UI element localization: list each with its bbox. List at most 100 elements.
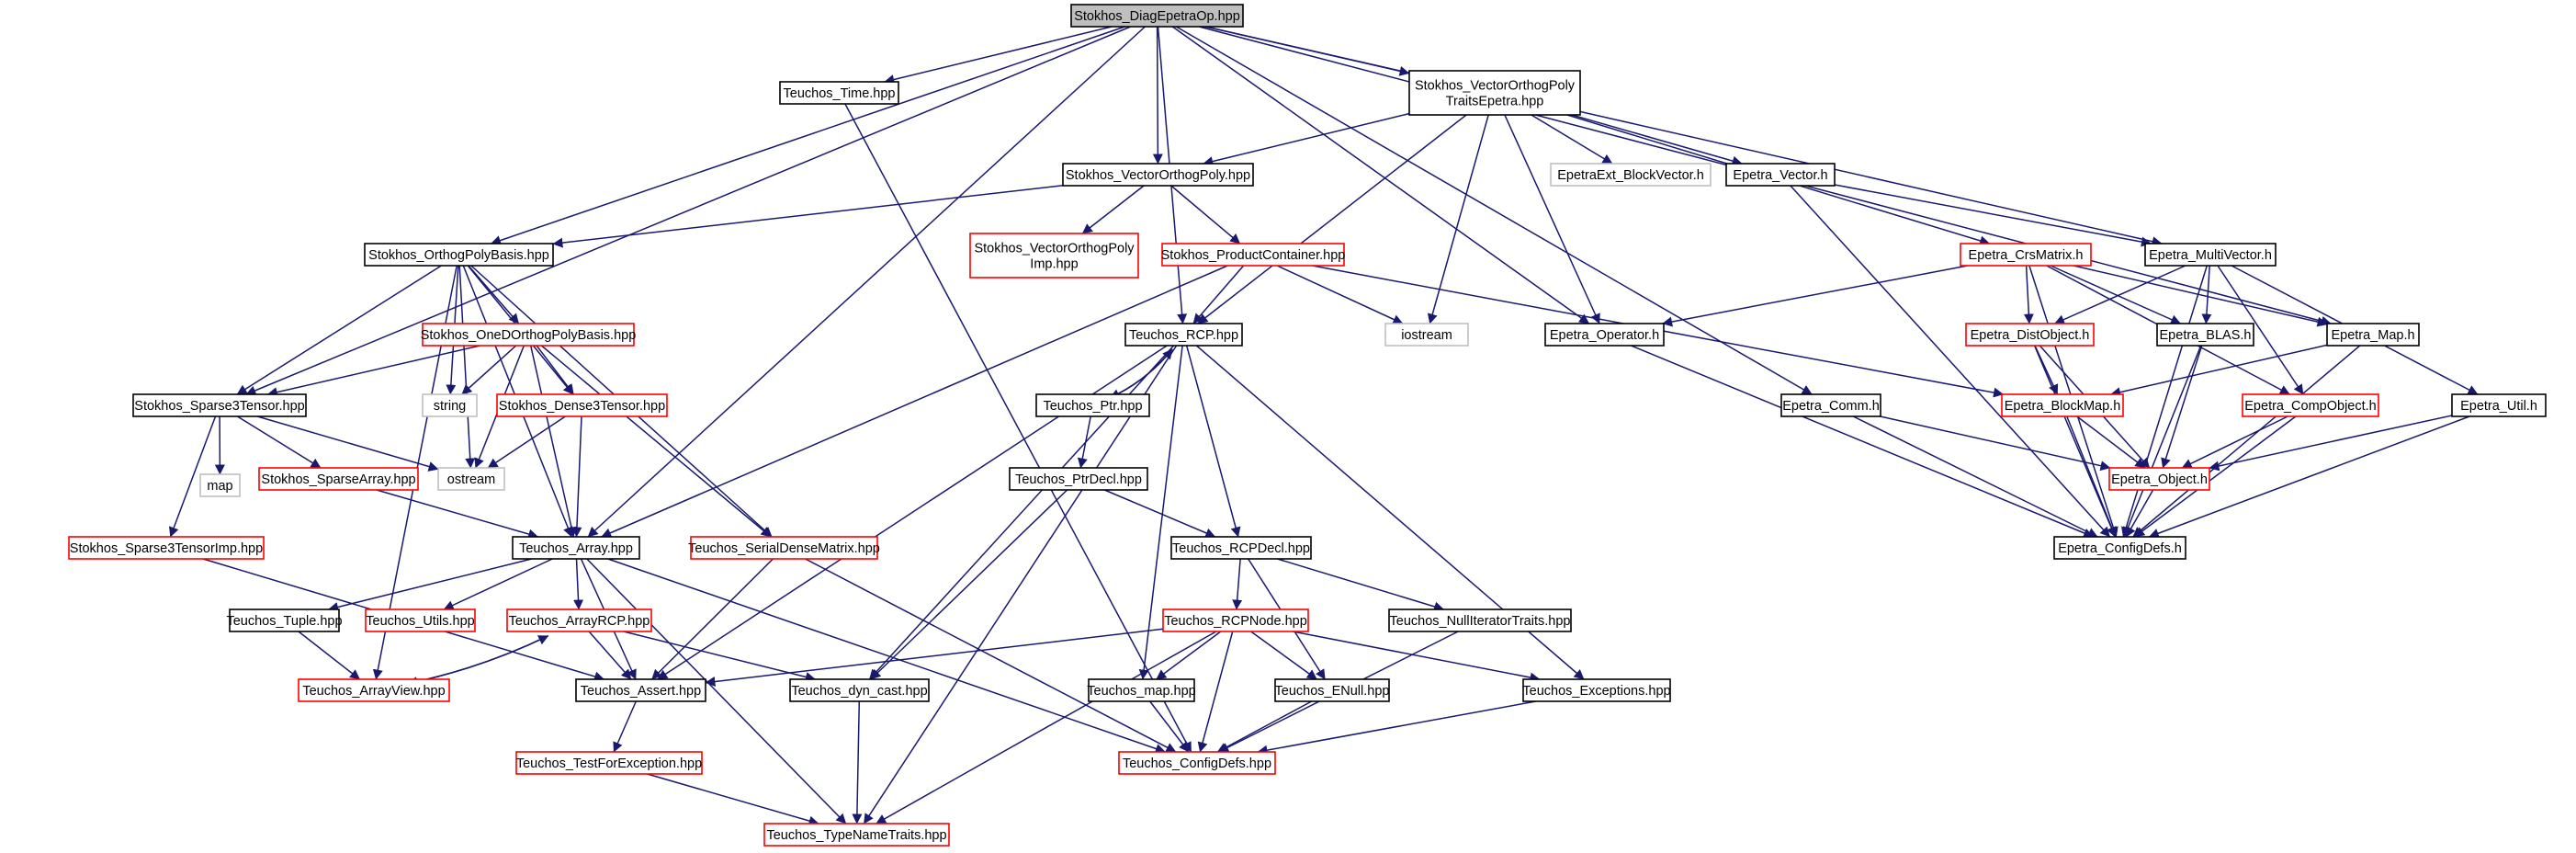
node-map[interactable]: map (199, 473, 241, 497)
node-box-ttuple (229, 608, 340, 632)
node-label-operator-0: Epetra_Operator.h (1550, 328, 1659, 343)
edge-rcp-to-tassert (657, 345, 1168, 680)
node-blas[interactable]: Epetra_BLAS.h (2156, 323, 2254, 347)
node-box-ptrdecl (1009, 467, 1148, 491)
edge-tarray-to-tutils (443, 558, 553, 610)
edge-oned-to-serialdense (540, 345, 772, 538)
node-dense3[interactable]: Stokhos_Dense3Tensor.hpp (496, 393, 668, 417)
node-box-econfig (2053, 536, 2186, 560)
node-arrayrcp[interactable]: Teuchos_ArrayRCP.hpp (506, 608, 652, 632)
edge-compobj-to-eobject (2181, 415, 2288, 469)
node-typename[interactable]: Teuchos_TypeNameTraits.hpp (763, 823, 950, 847)
node-label-dense3-0: Stokhos_Dense3Tensor.hpp (499, 399, 665, 414)
node-tutils[interactable]: Teuchos_Utils.hpp (365, 608, 476, 632)
edge-tmap-to-tconfig (1149, 700, 1190, 753)
node-box-blockmap (2001, 393, 2124, 417)
node-testforexc[interactable]: Teuchos_TestForException.hpp (515, 751, 703, 775)
edge-sparsearray-to-tarray (376, 489, 539, 540)
node-epetra_vector[interactable]: Epetra_Vector.h (1725, 163, 1836, 187)
edge-oned-to-string (461, 345, 517, 395)
edge-rcpnode-to-tconfig (1197, 631, 1234, 753)
edge-rcpdecl-to-nulliter (1277, 558, 1445, 612)
node-emap[interactable]: Epetra_Map.h (2326, 323, 2420, 347)
node-box-operator (1544, 323, 1665, 347)
edge-prod_cont-to-iostream (1276, 265, 1404, 324)
edge-serialdense-to-tassert (651, 558, 774, 680)
node-label-map-0: map (207, 479, 232, 494)
node-label-prod_cont-0: Stokhos_ProductContainer.hpp (1161, 248, 1346, 263)
node-label-blas-0: Epetra_BLAS.h (2160, 328, 2252, 343)
node-prod_cont[interactable]: Stokhos_ProductContainer.hpp (1161, 243, 1346, 267)
node-box-arrayrcp (506, 608, 652, 632)
edge-ptrdecl-to-rcpdecl (1104, 489, 1216, 538)
node-box-iostream (1384, 323, 1469, 347)
node-ttuple[interactable]: Teuchos_Tuple.hpp (226, 608, 343, 632)
node-rcpnode[interactable]: Teuchos_RCPNode.hpp (1162, 608, 1309, 632)
node-label-rcpnode-0: Teuchos_RCPNode.hpp (1164, 614, 1307, 629)
node-nulliter[interactable]: Teuchos_NullIteratorTraits.hpp (1388, 608, 1572, 632)
edge-sparse3-to-ostream (256, 415, 439, 472)
edge-teuchos_time-to-tconfig (844, 103, 1192, 753)
node-distobj[interactable]: Epetra_DistObject.h (1965, 323, 2095, 347)
node-operator[interactable]: Epetra_Operator.h (1544, 323, 1665, 347)
edge-eutil-to-econfig (2148, 415, 2470, 539)
node-dyncast[interactable]: Teuchos_dyn_cast.hpp (789, 678, 930, 702)
edge-oned-to-sparse3 (266, 345, 480, 398)
node-compobj[interactable]: Epetra_CompObject.h (2242, 393, 2379, 417)
node-ptrdecl[interactable]: Teuchos_PtrDecl.hpp (1009, 467, 1148, 491)
edge-oned-to-tarray (529, 345, 577, 538)
node-iostream[interactable]: iostream (1384, 323, 1469, 347)
node-tarray[interactable]: Teuchos_Array.hpp (512, 536, 640, 560)
node-sparse3[interactable]: Stokhos_Sparse3Tensor.hpp (132, 393, 307, 417)
edge-vop-to-opb (552, 185, 1064, 248)
node-tassert[interactable]: Teuchos_Assert.hpp (575, 678, 706, 702)
node-rcp[interactable]: Teuchos_RCP.hpp (1124, 323, 1243, 347)
edge-tarray-to-tconfig (607, 558, 1166, 754)
node-box-multivec (2144, 243, 2277, 267)
edge-dense3-to-tarray (571, 415, 582, 538)
node-box-vop_imp (969, 233, 1139, 279)
node-label-teuchos_time-0: Teuchos_Time.hpp (784, 86, 896, 101)
node-sparse3imp[interactable]: Stokhos_Sparse3TensorImp.hpp (68, 536, 265, 560)
edge-rcpnode-to-tmap (1156, 631, 1222, 680)
node-teuchos_time[interactable]: Teuchos_Time.hpp (779, 81, 899, 105)
node-root[interactable]: Stokhos_DiagEpetraOp.hpp (1070, 4, 1244, 28)
node-oned[interactable]: Stokhos_OneDOrthogPolyBasis.hpp (421, 323, 637, 347)
node-tconfig[interactable]: Teuchos_ConfigDefs.hpp (1118, 751, 1276, 775)
node-eutil[interactable]: Epetra_Util.h (2451, 393, 2547, 417)
node-tmap[interactable]: Teuchos_map.hpp (1087, 678, 1196, 702)
node-label-typename-0: Teuchos_TypeNameTraits.hpp (766, 828, 946, 843)
edge-vop_traits-to-epetra_vector (1571, 114, 1743, 166)
edge-rcp-to-dyncast (868, 345, 1175, 680)
edge-rcpnode-to-tassert (705, 628, 1164, 687)
node-enull[interactable]: Teuchos_ENull.hpp (1274, 678, 1390, 702)
node-eobject[interactable]: Epetra_Object.h (2108, 467, 2210, 491)
edge-arrayrcp-to-arrayview (407, 635, 549, 687)
node-multivec[interactable]: Epetra_MultiVector.h (2144, 243, 2277, 267)
edge-multivec-to-econfig (2121, 265, 2209, 538)
node-blockmap[interactable]: Epetra_BlockMap.h (2001, 393, 2124, 417)
node-string[interactable]: string (422, 393, 478, 417)
node-box-tmap (1088, 678, 1195, 702)
edge-ptrdecl-to-dyncast (870, 489, 1068, 680)
node-serialdense[interactable]: Teuchos_SerialDenseMatrix.hpp (688, 536, 880, 560)
node-sparsearray[interactable]: Stokhos_SparseArray.hpp (258, 467, 419, 491)
node-ostream[interactable]: ostream (437, 467, 505, 491)
node-tptr[interactable]: Teuchos_Ptr.hpp (1035, 393, 1150, 417)
node-arrayview[interactable]: Teuchos_ArrayView.hpp (298, 678, 450, 702)
node-crs[interactable]: Epetra_CrsMatrix.h (1960, 243, 2092, 267)
node-box-string (422, 393, 478, 417)
node-box-enull (1274, 678, 1390, 702)
edge-multivec-to-compobj (2217, 265, 2304, 395)
node-comm[interactable]: Epetra_Comm.h (1780, 393, 1881, 417)
node-vop[interactable]: Stokhos_VectorOrthogPoly.hpp (1062, 163, 1254, 187)
node-econfig[interactable]: Epetra_ConfigDefs.h (2053, 536, 2186, 560)
edge-vop_traits-to-epetraext_bv (1531, 114, 1613, 165)
edge-comm-to-eobject (1880, 415, 2111, 472)
node-texcept[interactable]: Teuchos_Exceptions.hpp (1522, 678, 1671, 702)
node-epetraext_bv[interactable]: EpetraExt_BlockVector.h (1550, 163, 1712, 187)
node-opb[interactable]: Stokhos_OrthogPolyBasis.hpp (364, 243, 554, 267)
node-rcpdecl[interactable]: Teuchos_RCPDecl.hpp (1170, 536, 1312, 560)
